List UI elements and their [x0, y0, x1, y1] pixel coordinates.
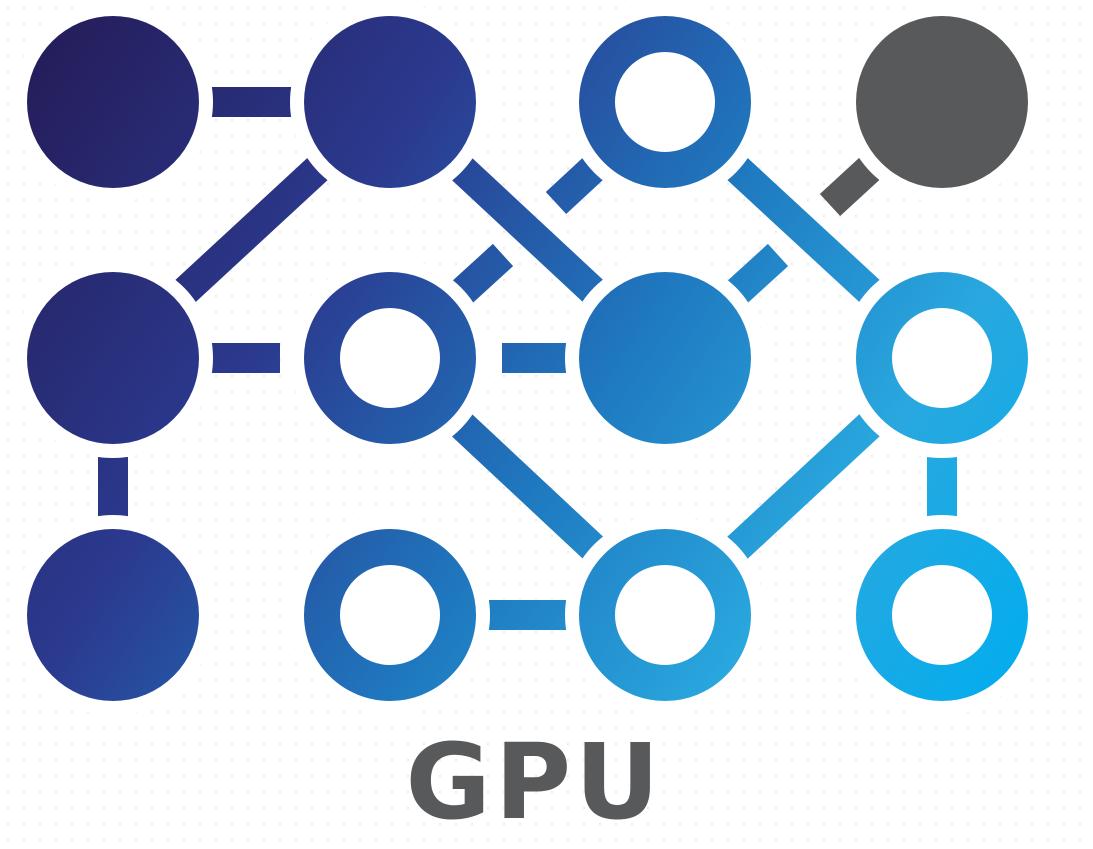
node-filled-c1 — [27, 529, 199, 701]
node-filled-b1 — [27, 272, 199, 444]
logo-label: GPU — [405, 721, 664, 843]
node-filled-a2 — [304, 16, 476, 188]
node-filled-b3 — [579, 272, 751, 444]
node-ring-c2 — [304, 529, 476, 701]
node-filled-a1 — [27, 16, 199, 188]
node-ring-b4 — [856, 272, 1028, 444]
node-filled-gray — [856, 16, 1028, 188]
node-ring-c4 — [856, 529, 1028, 701]
node-ring-b2 — [304, 272, 476, 444]
node-ring-c3 — [579, 529, 751, 701]
node-ring-a3 — [579, 16, 751, 188]
